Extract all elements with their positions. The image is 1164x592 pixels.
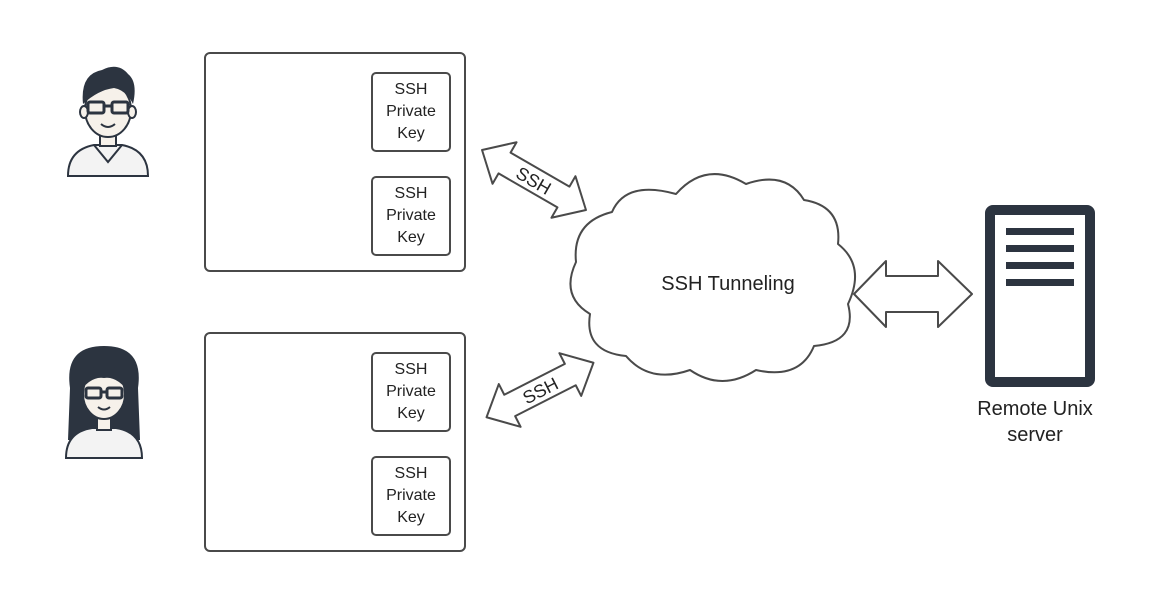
ssh-private-key-box: SSH Private Key: [371, 456, 451, 536]
ssh-link-arrow: SSH: [485, 352, 595, 428]
ssh-private-key-box: SSH Private Key: [371, 352, 451, 432]
cloud-label: SSH Tunneling: [661, 273, 795, 295]
ssh-private-key-box: SSH Private Key: [371, 72, 451, 152]
ssh-private-key-label: SSH Private Key: [386, 465, 436, 526]
ssh-private-key-label: SSH Private Key: [386, 81, 436, 142]
ssh-link-arrow: SSH: [481, 141, 587, 219]
server-tower-icon: [985, 205, 1095, 387]
male-user-avatar: [66, 66, 150, 177]
female-user-avatar: [64, 346, 144, 459]
ssh-tunneling-cloud: [569, 173, 856, 382]
tunnel-server-arrow: [853, 260, 973, 328]
ssh-private-key-label: SSH Private Key: [386, 185, 436, 246]
ssh-private-key-box: SSH Private Key: [371, 176, 451, 256]
ssh-private-key-label: SSH Private Key: [386, 361, 436, 422]
server-label: Remote Unix server: [977, 398, 1093, 446]
